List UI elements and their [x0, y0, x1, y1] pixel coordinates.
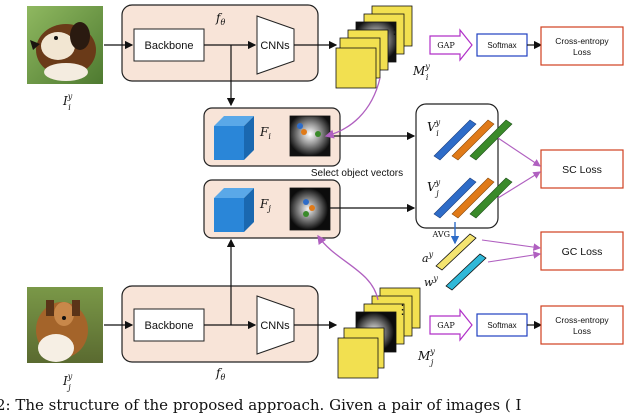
feature-box-fi: Fi: [203, 107, 341, 167]
vectors-vi: [433, 119, 513, 161]
line-a-to-gc: [481, 239, 542, 251]
gc-loss-box: GC Loss: [540, 231, 624, 271]
gap-label-bottom: GAP: [437, 321, 455, 330]
heatmap-fi: [289, 115, 331, 157]
figure-caption: 2: The structure of the proposed approac…: [0, 396, 522, 413]
softmax-label-top: Softmax: [487, 41, 516, 50]
f-theta-top: fθ: [215, 11, 225, 27]
sc-loss-label: SC Loss: [562, 164, 602, 176]
gc-loss-label: GC Loss: [562, 246, 603, 258]
sc-loss-box: SC Loss: [540, 149, 624, 189]
maps-dots-bottom: ⋮: [396, 302, 409, 317]
gap-label-top: GAP: [437, 41, 455, 50]
module-top: fθ Backbone CNNs: [121, 4, 319, 82]
vector-a: [435, 233, 477, 271]
fi-label: Fi: [259, 125, 271, 141]
feature-cube-fj: [214, 188, 254, 232]
feature-maps-bottom: [337, 287, 421, 379]
softmax-label-bottom: Softmax: [487, 321, 516, 330]
avg-label: AVG: [431, 230, 450, 239]
curve-maps-bottom-to-heatmap-fj: [317, 234, 379, 301]
ce-label-top-line2: Loss: [573, 47, 591, 57]
gap-arrow-top: GAP: [429, 28, 473, 62]
backbone-label-bottom: Backbone: [145, 320, 194, 332]
f-theta-bottom: fθ: [215, 366, 225, 382]
a-label: ay: [422, 250, 434, 265]
feature-cube-fi: [214, 116, 254, 160]
line-w-to-gc: [487, 251, 542, 263]
select-object-vectors-label: Select object vectors: [311, 168, 403, 179]
backbone-label-top: Backbone: [145, 40, 194, 52]
backbone-box-bottom: [133, 308, 205, 342]
ce-label-bottom-line2: Loss: [573, 326, 591, 336]
line-vi-to-sc: [497, 137, 541, 167]
ce-loss-box-bottom: Cross-entropy Loss: [540, 305, 624, 345]
maps-dots-top: ⋮: [388, 22, 401, 37]
softmax-box-top: Softmax: [476, 33, 528, 57]
heatmap-fj: [289, 187, 331, 231]
vector-w: [445, 253, 487, 291]
w-label: wy: [424, 274, 438, 289]
vectors-vj: [433, 177, 513, 219]
module-bottom: fθ Backbone CNNs: [121, 285, 319, 382]
cnns-label-top: CNNs: [260, 40, 290, 52]
cnns-trapezoid-bottom: [256, 295, 295, 355]
gap-arrow-bottom: GAP: [429, 308, 473, 342]
ce-label-top-line1: Cross-entropy: [555, 36, 609, 46]
input-image-bottom: [27, 287, 103, 363]
softmax-box-bottom: Softmax: [476, 313, 528, 337]
feature-box-fj: Fj: [203, 179, 341, 239]
fj-label: Fj: [259, 197, 271, 213]
cnns-label-bottom: CNNs: [260, 320, 290, 332]
feature-maps-top: [335, 5, 413, 89]
input-image-top: [27, 6, 103, 84]
ce-loss-box-top: Cross-entropy Loss: [540, 26, 624, 66]
curve-maps-top-to-heatmap-fi: [324, 77, 381, 139]
cnns-trapezoid-top: [256, 15, 295, 75]
ce-label-bottom-line1: Cross-entropy: [555, 315, 609, 325]
line-vj-to-sc: [497, 171, 541, 199]
